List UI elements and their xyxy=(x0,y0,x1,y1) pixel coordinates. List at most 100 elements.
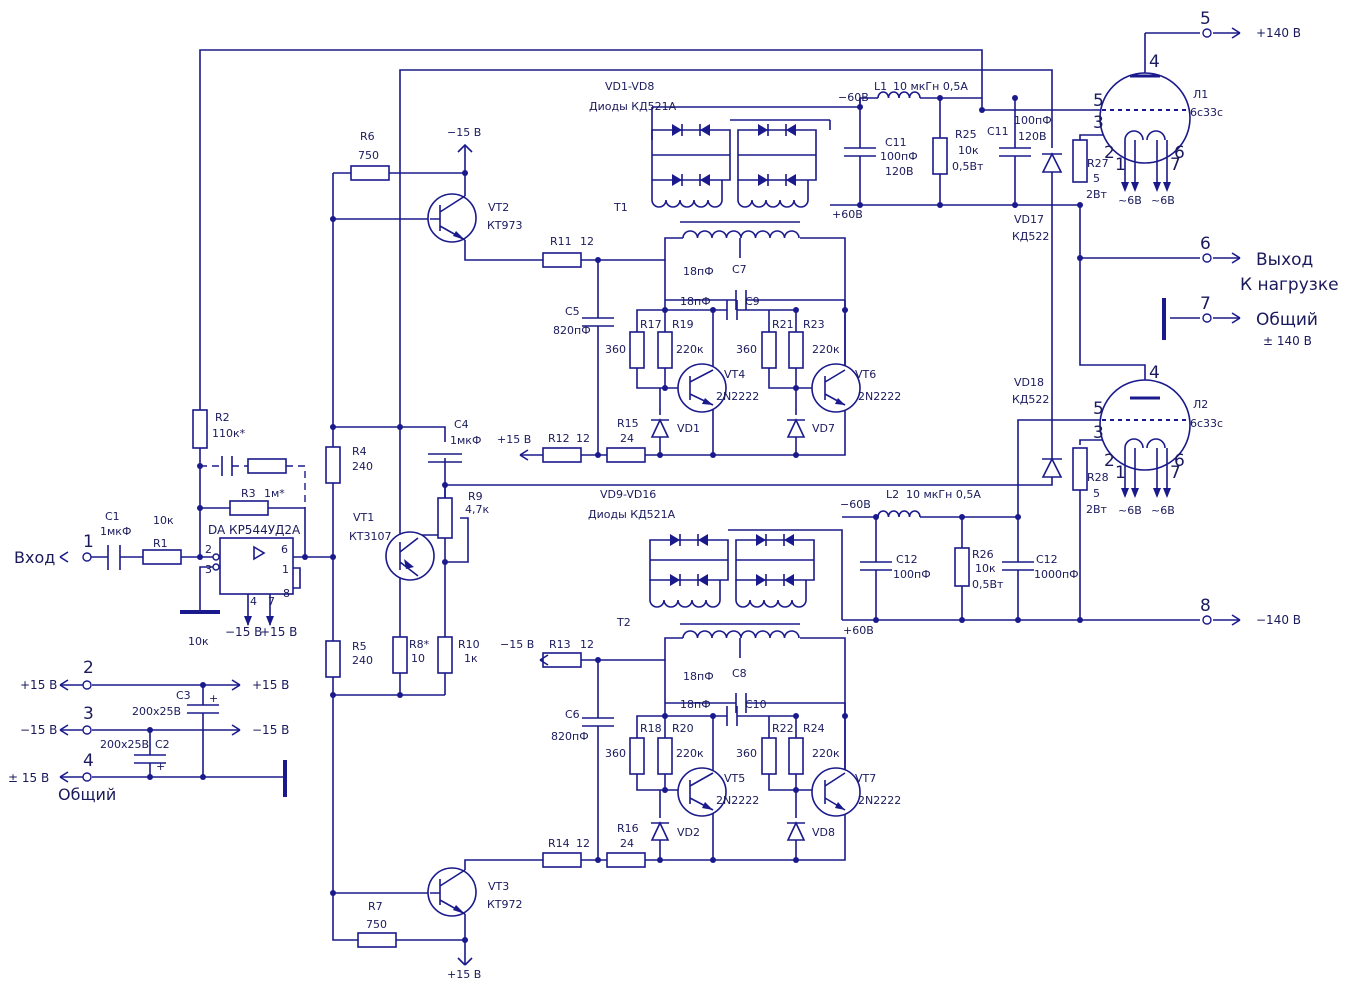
label-VT6: VT6 xyxy=(855,368,876,381)
diode-VD7 xyxy=(786,418,806,438)
svg-text:7: 7 xyxy=(1170,463,1181,483)
label-VD18: VD18 xyxy=(1014,376,1044,389)
inductor-L1 xyxy=(877,91,921,99)
label-VT2: VT2 xyxy=(488,201,509,214)
label-C12b: C12 xyxy=(1036,553,1058,566)
svg-text:7: 7 xyxy=(1170,155,1181,175)
label-R6: R6 xyxy=(360,130,375,143)
label-R27-power: 2Вт xyxy=(1086,188,1108,201)
label-C11b: C11 xyxy=(987,125,1009,138)
svg-text:2: 2 xyxy=(1104,143,1115,163)
label-R14-value: 12 xyxy=(576,837,590,850)
label-VD1-VD8-type: Диоды КД521А xyxy=(589,100,677,113)
resistor-dashed xyxy=(247,458,287,474)
label-tube-L2-type: 6с33с xyxy=(1190,417,1223,430)
svg-text:1: 1 xyxy=(1115,155,1126,175)
label-C9: C9 xyxy=(745,295,760,308)
label-C7: C7 xyxy=(732,263,747,276)
transistor-VT5 xyxy=(677,767,727,817)
label-input: Вход xyxy=(14,548,55,567)
label-tube-L1-type: 6с33с xyxy=(1190,106,1223,119)
svg-text:6: 6 xyxy=(1174,143,1185,163)
inductor-L2 xyxy=(877,510,921,518)
svg-text:6: 6 xyxy=(1174,451,1185,471)
diodes xyxy=(650,152,1063,841)
label-R24-value: 220к xyxy=(812,747,840,760)
capacitor-C10 xyxy=(726,706,738,726)
label-C11b-voltage: 120В xyxy=(1018,130,1047,143)
opamp-pin3 xyxy=(212,563,220,571)
label-R5-value: 240 xyxy=(352,654,373,667)
label-R4-value: 240 xyxy=(352,460,373,473)
label-R12-value: 12 xyxy=(576,432,590,445)
label-R25-power: 0,5Вт xyxy=(952,160,984,173)
transistor-VT7 xyxy=(811,767,861,817)
label-R20-value: 220к xyxy=(676,747,704,760)
transistor-VT3 xyxy=(427,867,477,917)
label-C5-value: 820пФ xyxy=(553,324,591,337)
label-L1: L1 xyxy=(874,80,887,93)
svg-text:4: 4 xyxy=(1149,52,1160,72)
label-C1: C1 xyxy=(105,510,120,523)
label-r13-m15: −15 В xyxy=(500,638,534,651)
label-opamp-vneg: −15 В xyxy=(225,625,262,639)
transistor-VT6 xyxy=(811,363,861,413)
label-opamp-trim: 10к xyxy=(188,635,209,648)
label-R9-value: 4,7к xyxy=(465,503,489,516)
label-R26-power: 0,5Вт xyxy=(972,578,1004,591)
resistor-R21 xyxy=(761,331,777,369)
capacitor-C11b xyxy=(999,147,1031,157)
label-C8: C8 xyxy=(732,667,747,680)
label-tube-L1: Л1 xyxy=(1193,88,1208,101)
label-VD17: VD17 xyxy=(1014,213,1044,226)
junction-dots xyxy=(147,95,1083,943)
label-C6: C6 xyxy=(565,708,580,721)
opamp-pin2 xyxy=(212,553,220,561)
label-R10-value: 1к xyxy=(464,652,478,665)
label-T1: T1 xyxy=(613,201,628,214)
label-R9: R9 xyxy=(468,490,483,503)
label-R11: R11 xyxy=(550,235,572,248)
terminal-4 xyxy=(82,772,92,782)
label-pin-2: 2 xyxy=(83,658,94,678)
resistor-R24 xyxy=(788,737,804,775)
label-T2: T2 xyxy=(616,616,631,629)
label-C11b-value: 100пФ xyxy=(1014,114,1052,127)
label-R8-value: 10 xyxy=(411,652,425,665)
label-R23-value: 220к xyxy=(812,343,840,356)
terminal-2 xyxy=(82,680,92,690)
label-VT4: VT4 xyxy=(724,368,745,381)
label-VT1: VT1 xyxy=(353,511,374,524)
label-C2: C2 xyxy=(155,738,170,751)
resistor-R1 xyxy=(142,549,182,565)
terminal-1 xyxy=(82,552,92,562)
tube-L1 xyxy=(1099,72,1191,192)
label-minus60-bot: −60В xyxy=(840,498,871,511)
svg-text:2: 2 xyxy=(1104,451,1115,471)
capacitor-C12b xyxy=(1002,561,1034,571)
label-C9-value: 18пФ xyxy=(680,295,711,308)
label-C4-value: 1мкФ xyxy=(450,434,481,447)
svg-text:+: + xyxy=(209,692,218,705)
label-R5: R5 xyxy=(352,640,367,653)
label-VT3-type: КТ972 xyxy=(487,898,523,911)
label-opamp-pin4: 4 xyxy=(250,595,257,608)
label-plus60-bot: +60В xyxy=(843,624,874,637)
label-R2-value: 110к* xyxy=(212,427,246,440)
capacitor-dashed xyxy=(221,456,233,476)
label-C7-value: 18пФ xyxy=(683,265,714,278)
terminal-7 xyxy=(1202,313,1212,323)
label-L1-value: 10 мкГн 0,5А xyxy=(893,80,968,93)
label-R21: R21 xyxy=(772,318,794,331)
label-output: Выход xyxy=(1256,250,1313,270)
label-VD8: VD8 xyxy=(812,826,835,839)
label-R2: R2 xyxy=(215,411,230,424)
label-R7-value: 750 xyxy=(366,918,387,931)
diode-VD17 xyxy=(1041,152,1063,173)
label-VD1-VD8: VD1-VD8 xyxy=(605,80,654,93)
label-pin-1: 1 xyxy=(83,532,94,552)
resistor-R19 xyxy=(657,331,673,369)
label-R4: R4 xyxy=(352,445,367,458)
terminal-5 xyxy=(1202,28,1212,38)
